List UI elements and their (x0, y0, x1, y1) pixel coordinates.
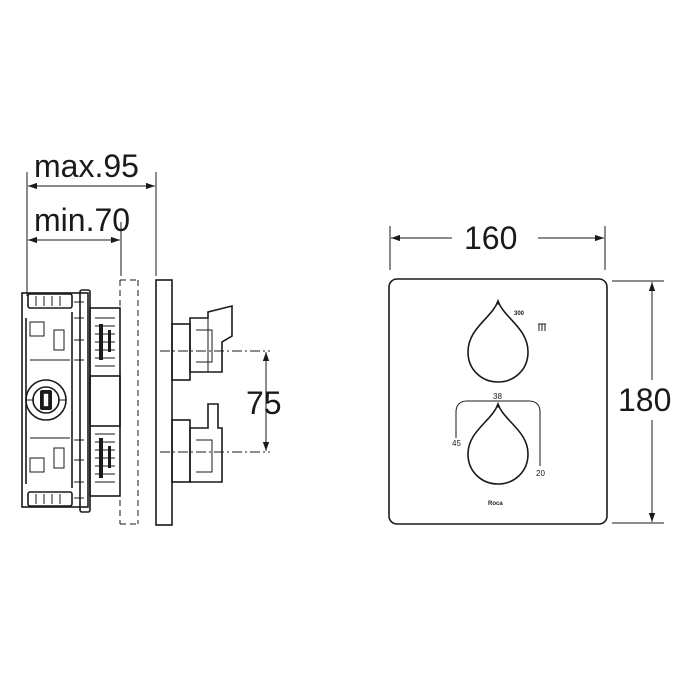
front-view: 160 180 300 38 45 20 (388, 220, 671, 525)
scale-label-left: 45 (452, 439, 461, 448)
dimension-min-label: min.70 (34, 202, 130, 238)
side-view: max.95 min.70 (21, 148, 282, 526)
dimension-spacing-label: 75 (246, 385, 282, 421)
brand-mark: Roca (488, 501, 503, 507)
upper-handle-side (171, 304, 233, 381)
dimension-width-label: 160 (464, 220, 517, 256)
dimension-min: min.70 (28, 202, 130, 276)
lower-handle-side (171, 403, 223, 483)
cover-plate-side (155, 279, 173, 526)
scale-label-top: 38 (493, 392, 502, 401)
dimension-height-label: 180 (618, 382, 671, 418)
upper-handle-marker (496, 301, 500, 305)
lower-handle-marker (496, 404, 500, 408)
logo-mark: 300 (514, 311, 525, 317)
dimension-width: 160 (389, 220, 606, 270)
inlet-fitting (25, 379, 67, 421)
embedded-housing (21, 289, 91, 513)
temperature-scale-arc (455, 400, 541, 466)
dimension-max-label: max.95 (34, 148, 139, 184)
upper-handle-front (467, 298, 529, 383)
dimension-spacing: 75 (160, 350, 282, 453)
cover-plate-front (388, 278, 608, 525)
wall-outline (119, 279, 139, 525)
cartridge-body (89, 307, 121, 497)
lower-handle-front (467, 401, 529, 485)
scale-label-right: 20 (536, 469, 545, 478)
dimension-height: 180 (612, 280, 671, 524)
dimension-max: max.95 (26, 148, 157, 296)
flow-icon (538, 323, 546, 331)
